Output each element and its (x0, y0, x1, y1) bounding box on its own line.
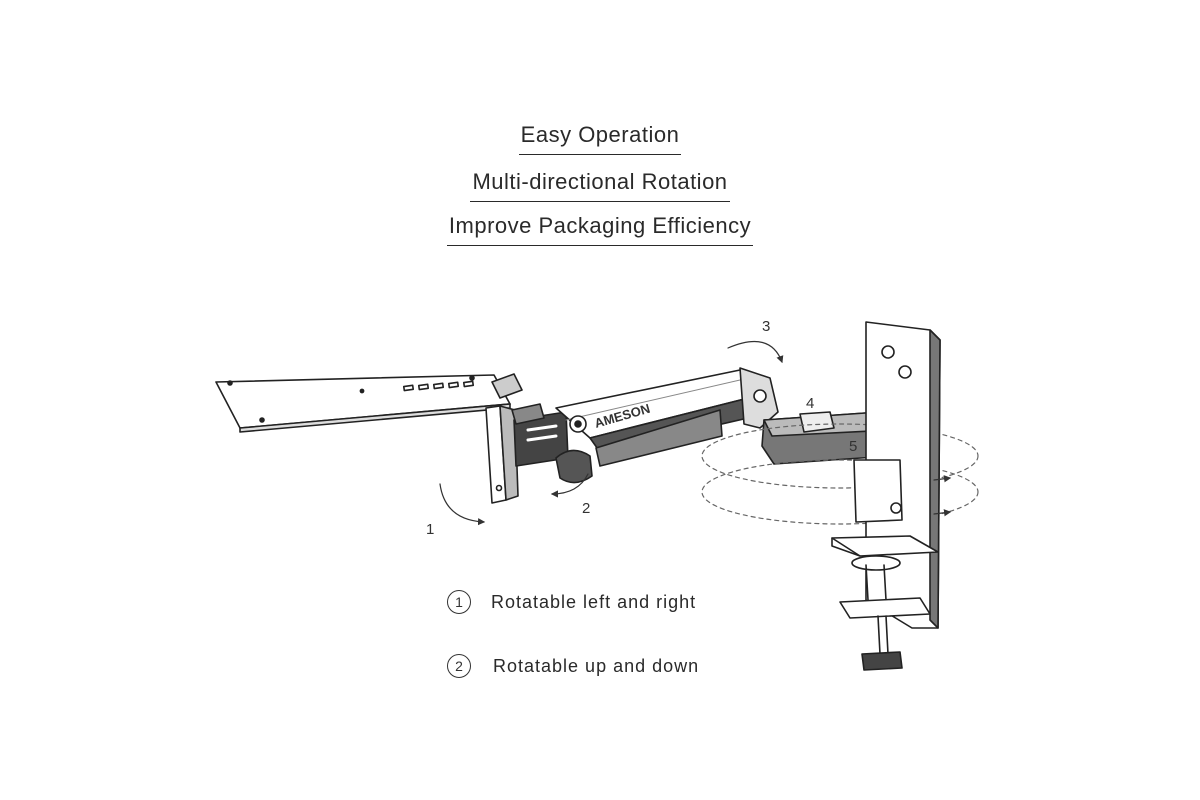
keyboard-tray (215, 374, 511, 433)
headline-easy-operation: Easy Operation (0, 122, 1200, 155)
feature-label: Rotatable up and down (493, 655, 700, 676)
callout-5: 5 (849, 438, 858, 455)
tray-slots (402, 380, 475, 392)
callout-2: 2 (582, 500, 591, 517)
rotation-path (701, 423, 979, 525)
callout-3: 3 (762, 318, 771, 335)
headline-packaging-efficiency: Improve Packaging Efficiency (0, 213, 1200, 246)
headline-text: Multi-directional Rotation (470, 169, 730, 202)
feature-rotate-up-down: 2 Rotatable up and down (447, 654, 699, 678)
desk-clamp (831, 535, 939, 671)
headline-multi-directional-rotation: Multi-directional Rotation (0, 169, 1200, 202)
feature-number: 1 (447, 590, 471, 614)
callout-1: 1 (426, 521, 435, 538)
rotation-arrows (439, 340, 952, 526)
feature-number: 2 (447, 654, 471, 678)
feature-rotate-left-right: 1 Rotatable left and right (447, 590, 696, 614)
tilt-bracket (485, 373, 569, 504)
headline-text: Improve Packaging Efficiency (446, 213, 754, 246)
feature-label: Rotatable left and right (491, 591, 697, 612)
headline-text: Easy Operation (518, 122, 682, 155)
callout-4: 4 (806, 395, 815, 412)
gas-spring-arm (555, 367, 779, 484)
